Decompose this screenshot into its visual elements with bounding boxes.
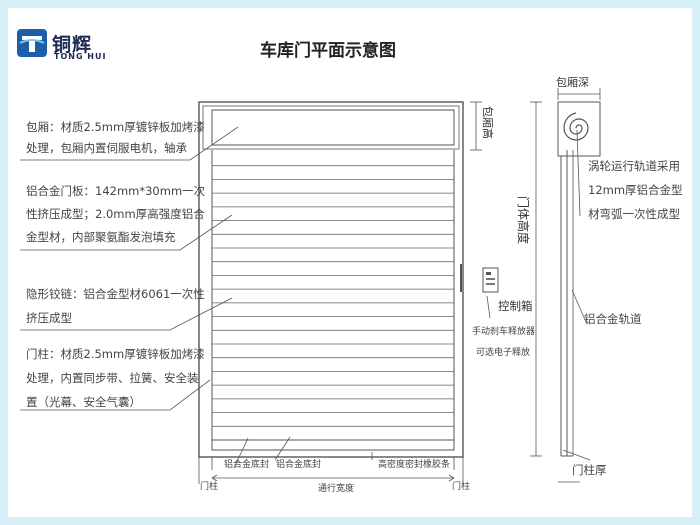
manual-release-label: 手动刹车释放器: [472, 325, 535, 337]
door-bottom: [198, 439, 464, 484]
post-note-line-1: 门柱：材质2.5mm厚镀锌板加烤漆: [26, 347, 205, 361]
logo-name: 铜辉: [52, 34, 93, 56]
hinge-note-line-1: 隐形铰链：铝合金型材6061一次性: [26, 287, 205, 301]
side-view: [557, 88, 601, 483]
page-background: [8, 8, 692, 517]
hinge-note-line-2: 挤压成型: [26, 311, 72, 325]
door-height-label: 门体高度: [516, 196, 531, 244]
box-note-line-1: 包厢：材质2.5mm厚镀锌板加烤漆: [26, 120, 205, 134]
annotations: 包厢：材质2.5mm厚镀锌板加烤漆 处理，包厢内置伺服电机，轴承 铝合金门板：1…: [26, 76, 683, 494]
box-depth-label: 包厢深: [556, 76, 589, 89]
electronic-release-label: 可选电子释放: [476, 346, 530, 358]
control-box: [460, 264, 499, 293]
track-label: 铝合金轨道: [584, 312, 642, 326]
door-frame: [198, 101, 464, 458]
post-note-line-2: 处理，内置同步带、拉簧、安全装: [26, 371, 199, 385]
box-note-line-2: 处理，包厢内置伺服电机，轴承: [26, 141, 187, 155]
bottom-seal-label-2: 铝合金底封: [276, 458, 321, 470]
post-thickness-label: 门柱厚: [572, 463, 607, 477]
door-slats: [212, 165, 454, 427]
rubber-seal-label: 高密度密封橡胶条: [378, 458, 450, 470]
logo-mark: [16, 28, 48, 58]
slat-note-line-1: 铝合金门板：142mm*30mm一次: [26, 184, 206, 198]
bottom-seal-label-1: 铝合金底封: [224, 458, 269, 470]
slat-note-line-2: 性挤压成型；2.0mm厚高强度铝合: [26, 207, 205, 221]
left-post-label: 门柱: [200, 480, 218, 492]
side-note-line-3: 材弯弧一次性成型: [588, 207, 680, 221]
spiral-track: [563, 112, 589, 141]
side-note-line-2: 12mm厚铝合金型: [588, 183, 683, 197]
page-title: 车库门平面示意图: [260, 41, 396, 61]
passage-width-label: 通行宽度: [318, 482, 354, 494]
right-post-label: 门柱: [452, 480, 470, 492]
side-note-line-1: 涡轮运行轨道采用: [588, 159, 680, 173]
box-height-label: 包厢高: [481, 106, 495, 139]
post-note-line-3: 置（光幕、安全气囊）: [26, 395, 141, 409]
slat-note-line-3: 金型材，内部聚氨酯发泡填充: [26, 230, 176, 244]
leader-lines: [20, 126, 591, 469]
control-box-label: 控制箱: [498, 299, 533, 313]
height-dimensions: [470, 101, 542, 457]
logo-subtitle: TONG HUI: [54, 52, 107, 61]
